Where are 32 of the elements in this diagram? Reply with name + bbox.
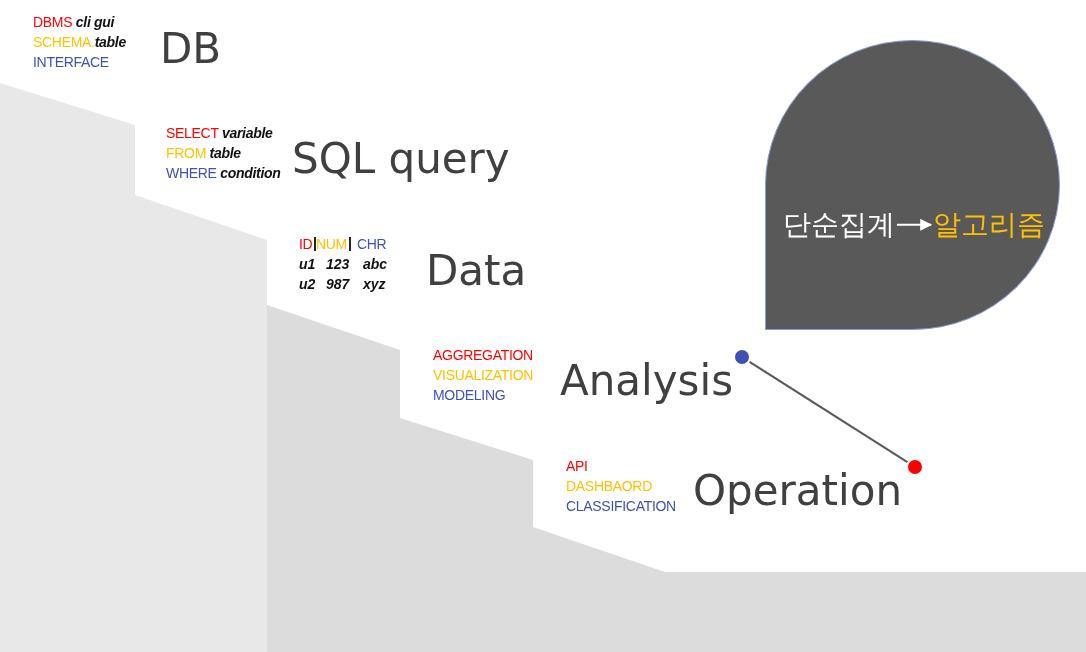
keyword-label: VISUALIZATION	[433, 368, 534, 382]
table-header-cell: NUM	[316, 237, 351, 251]
table-cell: 123	[326, 257, 350, 271]
connector-line	[748, 360, 909, 464]
keyword-label: MODELING	[433, 388, 506, 402]
step-text: 단순집계	[783, 208, 895, 242]
arrow	[896, 218, 933, 231]
keyword-label: AGGREGATION	[433, 348, 533, 362]
keyword-label: API	[566, 459, 588, 473]
table-header-cell: ID	[299, 237, 317, 251]
step-title: Data	[426, 250, 527, 292]
table-cell: abc	[363, 257, 388, 271]
keyword-label: CLASSIFICATION	[566, 499, 676, 513]
keyword-label: SCHEMA.table	[33, 35, 126, 49]
keyword-label: SELECT variable	[166, 126, 273, 140]
step-text: 알고리즘	[933, 208, 1045, 242]
dot-marker	[906, 458, 924, 476]
step-title: Operation	[693, 470, 902, 512]
table-cell: u2	[299, 277, 316, 291]
table-cell: xyz	[363, 277, 386, 291]
step-title: SQL query	[292, 138, 510, 180]
table-header-cell: CHR	[357, 237, 387, 251]
keyword-label: FROM table	[166, 146, 241, 160]
step-title: DB	[160, 28, 222, 70]
keyword-label: DBMS cli gui	[33, 15, 115, 29]
table-cell: u1	[299, 257, 316, 271]
dot-marker	[733, 348, 751, 366]
table-cell: 987	[326, 277, 350, 291]
keyword-label: DASHBAORD	[566, 479, 652, 493]
step-title: Analysis	[560, 360, 734, 402]
keyword-label: INTERFACE	[33, 55, 109, 69]
keyword-label: WHERE condition	[166, 166, 281, 180]
